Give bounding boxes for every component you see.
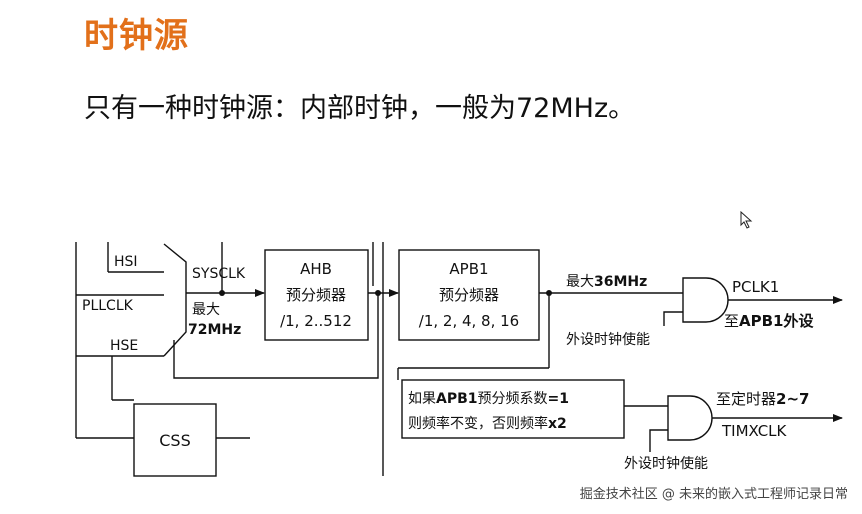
slide-title: 时钟源 [84,16,189,56]
ahb-title: AHB [300,260,332,278]
apb1-title: APB1 [449,260,488,278]
junction-dot [375,290,381,296]
timxclk-label: TIMXCLK [721,422,788,440]
peripheral-enable-label-2: 外设时钟使能 [624,455,708,472]
enable1-wire [663,311,683,326]
condition-line-2: 则频率不变，否则频率x2 [408,415,567,432]
slide-subtitle: 只有一种时钟源：内部时钟，一般为72MHz。 [84,93,636,124]
sysclk-mux [163,243,187,357]
hse-label: HSE [110,338,138,354]
css-label: CSS [159,431,190,450]
junction-dot [219,290,225,296]
prescaler-condition-block [401,379,625,439]
ahb-prescaler-block [264,249,369,341]
watermark: 掘金技术社区 @ 未来的嵌入式工程师记录日常 [579,487,848,502]
enable2-wire [649,429,668,452]
apb1-prescaler-block [398,249,540,341]
to-apb1-label: 至APB1外设 [724,312,814,330]
apb1-desc: 预分频器 [439,286,499,304]
apb1-ratios: /1, 2, 4, 8, 16 [419,312,519,330]
css-block [133,403,217,477]
pllclk-label: PLLCLK [82,298,134,314]
pclk1-and-gate [682,277,729,323]
hsi-label: HSI [114,254,138,270]
sysclk-max-label: 最大 [192,302,220,318]
mux-feedback-wire [173,293,379,379]
junction-dot [546,290,552,296]
timxclk-and-gate [667,395,713,441]
to-timer-label: 至定时器2~7 [716,390,809,408]
ahb-ratios: /1, 2..512 [280,312,352,330]
pclk1-max-label: 最大36MHz [566,274,647,290]
sysclk-max-value: 72MHz [188,322,241,338]
sysclk-label: SYSCLK [192,266,246,282]
mouse-cursor-icon [740,211,753,229]
pclk1-label: PCLK1 [732,278,779,296]
ahb-desc: 预分频器 [286,286,346,304]
peripheral-enable-label-1: 外设时钟使能 [566,331,650,348]
condition-line-1: 如果APB1预分频系数=1 [408,391,569,407]
